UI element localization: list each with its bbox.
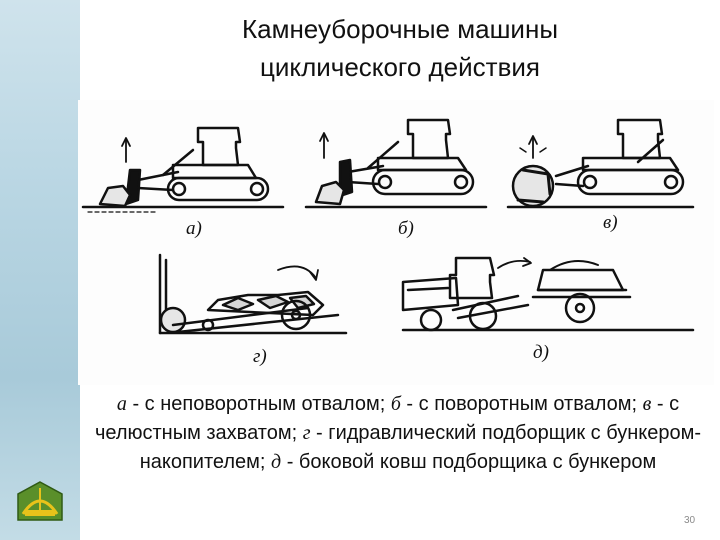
figure-label-g: г) — [253, 346, 267, 367]
machine-v-drawing: в) — [506, 118, 695, 233]
caption-text-a: - с неповоротным отвалом; — [126, 393, 391, 415]
university-logo-icon — [15, 480, 65, 525]
figure-label-d: д) — [533, 342, 549, 363]
figure-caption: а - с неповоротным отвалом; б - с поворо… — [88, 390, 708, 477]
caption-text-d: - боковой ковш подборщика с бункером — [281, 451, 657, 473]
caption-letter-b: б — [390, 393, 401, 415]
slide-title: Камнеуборочные машины циклического дейст… — [150, 10, 650, 86]
title-line-2: циклического действия — [260, 52, 540, 82]
machine-d-drawing: д) — [401, 256, 695, 363]
machine-g-drawing: г) — [158, 253, 348, 367]
caption-text-g: - гидравлический подборщик с бункером-на… — [139, 422, 702, 473]
machines-illustration: а) б) — [78, 100, 714, 385]
caption-letter-v: в — [642, 393, 652, 415]
caption-text-v: - с челюстным захватом; — [94, 393, 680, 444]
caption-text-b: - с поворотным отвалом; — [400, 393, 643, 415]
page-number: 30 — [684, 515, 696, 526]
machine-a-drawing: а) — [81, 126, 285, 239]
caption-letter-g: г — [302, 422, 311, 444]
machine-b-drawing: б) — [304, 118, 488, 239]
figure-label-b: б) — [398, 218, 414, 239]
caption-letter-d: д — [271, 451, 282, 473]
figure-label-v: в) — [603, 212, 618, 233]
side-stripe — [0, 0, 80, 540]
figure-label-a: а) — [186, 218, 202, 239]
title-line-1: Камнеуборочные машины — [241, 14, 559, 44]
caption-letter-a: а — [116, 393, 127, 415]
